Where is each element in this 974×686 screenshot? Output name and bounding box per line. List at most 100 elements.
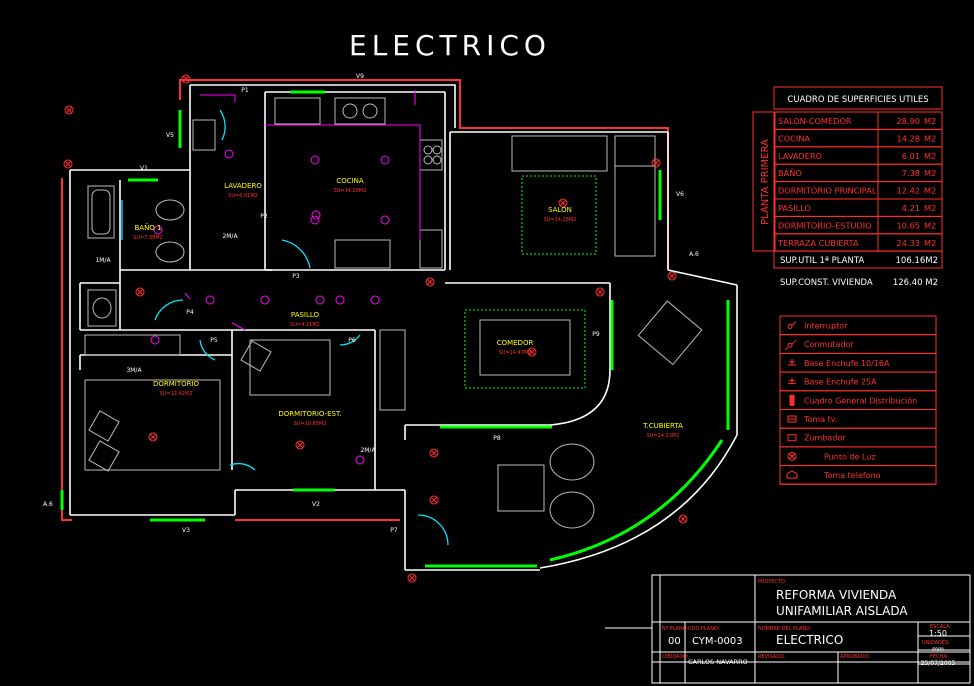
room-cocina-area: SU=14.28M2 — [334, 188, 367, 194]
room-t-cubierta-name: T.CUBIERTA — [642, 422, 683, 430]
legend-label: Toma tv. — [803, 415, 837, 424]
surface-row-value: 10.65 — [897, 220, 920, 230]
tag-v2: V2 — [312, 501, 320, 508]
room-cocina-name: COCINA — [336, 177, 364, 185]
title-block: PROYECTO: REFORMA VIVIENDA UNIFAMILIAR A… — [605, 574, 971, 684]
buzzer-icon — [787, 434, 797, 442]
tb-scale-value: 1:50 — [929, 629, 947, 638]
tb-review-label: REVISADO: — [758, 654, 786, 660]
tag-p1: P1 — [241, 87, 249, 94]
room-lavadero-name: LAVADERO — [224, 182, 262, 190]
surface-row-name: DORMITORIO PRINCIPAL — [778, 186, 877, 196]
surface-row-unit: M2 — [924, 168, 936, 178]
room-pasillo-name: PASILLO — [291, 311, 320, 319]
surface-table-side-label: PLANTA PRIMERA — [760, 139, 771, 225]
room-salon-area: SU=14.28M2 — [544, 217, 577, 223]
tb-project-label: PROYECTO: — [758, 579, 787, 585]
distribution-board-icon — [789, 394, 795, 406]
tb-num-label: Nº PLANO: — [662, 626, 689, 632]
tb-plan-value: ELECTRICO — [776, 633, 843, 647]
surface-row-value: 12.42 — [897, 186, 920, 196]
tb-num-value: 00 — [668, 636, 681, 647]
electric-layer — [150, 90, 421, 465]
tag-v5: V5 — [166, 132, 174, 139]
surface-row-name: SALON-COMEDOR — [778, 116, 852, 126]
legend-label: Interruptor — [804, 322, 848, 331]
surface-row-value: 14.28 — [897, 133, 920, 143]
socket-10a-icon — [788, 358, 796, 366]
room-comedor-area: SU=14.47M2 — [499, 350, 532, 356]
room-bano-area: SU=7.38M2 — [133, 235, 163, 241]
surface-row-unit: M2 — [924, 220, 936, 230]
socket-25a-icon — [788, 377, 796, 385]
tb-units-label: UNIDADES: — [922, 640, 950, 646]
opening-tags: V1 V5 V9 V6 V3 V2 P1 P2 P3 P4 P5 P6 P7 P… — [43, 73, 699, 534]
tb-draw-label: DIBUJADO: — [662, 654, 689, 660]
tag-p7: P7 — [390, 527, 398, 534]
tag-p4: P4 — [186, 309, 194, 316]
tag-a6b: A.6 — [43, 501, 53, 508]
tb-author: CARLOS NAVARRO — [688, 658, 748, 666]
furniture — [84, 97, 703, 529]
room-comedor-name: COMEDOR — [497, 339, 534, 347]
doors — [121, 109, 449, 546]
tag-m2: 2M/A — [222, 233, 238, 240]
room-dormitorio-area: SU=12.42M2 — [160, 391, 193, 397]
surface-row-name: TERRAZA CUBIERTA — [777, 238, 859, 248]
tb-date-label: FECHA: — [930, 654, 949, 660]
tag-v9: V9 — [356, 73, 364, 80]
surface-row-value: 4.21 — [902, 203, 920, 213]
surface-total-value: 106.16M2 — [896, 256, 938, 266]
drawing-title: ELECTRICO — [349, 29, 551, 62]
surface-row-name: COCINA — [778, 133, 810, 143]
legend-label: Base Enchufe 25A — [804, 378, 877, 387]
room-bano-name: BAÑO 1 — [134, 223, 161, 232]
legend-label: Base Enchufe 10/16A — [804, 359, 890, 368]
windows — [60, 90, 730, 568]
legend-label: Conmutador — [804, 340, 854, 349]
tag-p6: P6 — [348, 337, 356, 344]
tag-p8: P8 — [493, 435, 501, 442]
legend-label: Punto de Luz — [824, 452, 876, 461]
legend-label: Zumbador — [804, 434, 846, 443]
legend-row: Toma telefono — [779, 465, 937, 485]
floor-plan: LAVADERO SU=6.01M2 COCINA SU=14.28M2 SAL… — [43, 73, 738, 583]
tb-plan-label: NOMBRE DEL PLANO: — [758, 626, 812, 632]
tb-project-line1: REFORMA VIVIENDA — [776, 588, 897, 602]
room-salon-name: SALON — [548, 206, 572, 214]
tb-code-value: CYM-0003 — [692, 636, 743, 647]
surface-row-name: DORMITORIO-ESTUDIO — [778, 220, 872, 230]
tag-m3: 2M/A — [360, 447, 376, 454]
tb-code-label: COD.PLANO: — [688, 626, 720, 632]
surface-row-name: LAVADERO — [778, 151, 822, 161]
surface-row-unit: M2 — [924, 186, 936, 196]
room-pasillo-area: SU=4.21M2 — [290, 322, 320, 328]
tag-v3: V3 — [182, 527, 190, 534]
surface-row-name: BAÑO — [778, 168, 802, 178]
tb-project-line2: UNIFAMILIAR AISLADA — [776, 604, 908, 618]
surface-row-value: 24.33 — [897, 238, 920, 248]
tag-v1: V1 — [140, 165, 148, 172]
surface-const-value: 126.40 M2 — [893, 278, 938, 288]
tag-m1: 1M/A — [95, 257, 111, 264]
surface-row-value: 7.38 — [902, 168, 920, 178]
surface-const-label: SUP.CONST. VIVIENDA — [780, 278, 873, 288]
surface-total-label: SUP.UTIL 1ª PLANTA — [780, 256, 864, 266]
tag-m4: 3M/A — [126, 367, 142, 374]
tag-a6a: A.6 — [689, 251, 699, 258]
surface-row-value: 28.90 — [897, 116, 920, 126]
room-t-cubierta-area: SU=24.33M2 — [647, 433, 680, 439]
surface-table-header: CUADRO DE SUPERFICIES UTILES — [787, 95, 928, 105]
surface-row-value: 6.01 — [902, 151, 920, 161]
surface-row-unit: M2 — [924, 133, 936, 143]
tag-p9: P9 — [592, 331, 600, 338]
tag-v6: V6 — [676, 191, 684, 198]
room-lavadero-area: SU=6.01M2 — [228, 193, 258, 199]
tb-scale-label: ESCALA: — [930, 624, 951, 630]
room-labels: LAVADERO SU=6.01M2 COCINA SU=14.28M2 SAL… — [133, 177, 683, 439]
surface-row-unit: M2 — [924, 203, 936, 213]
exterior-walls — [61, 79, 669, 521]
